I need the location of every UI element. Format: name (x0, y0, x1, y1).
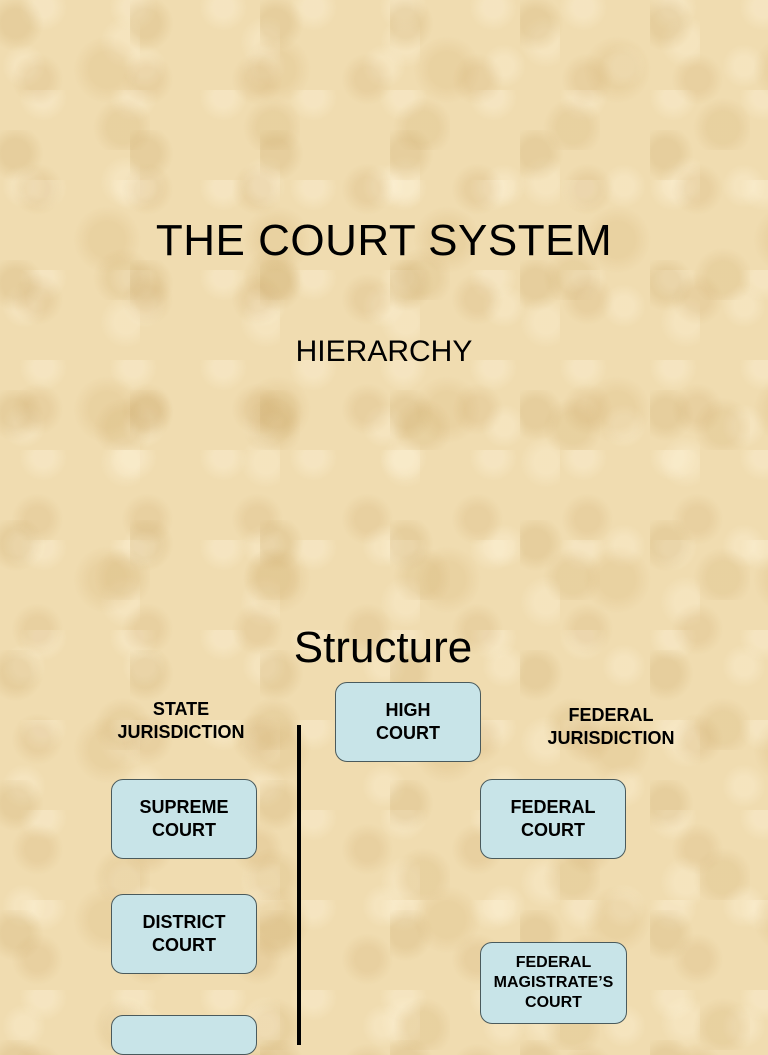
supreme-court-box: SUPREME COURT (111, 779, 257, 859)
federal-jurisdiction-label: FEDERAL JURISDICTION (547, 705, 675, 748)
federal-court-box: FEDERAL COURT (480, 779, 626, 859)
lower-court-box (111, 1015, 257, 1055)
slide-title: THE COURT SYSTEM (155, 216, 613, 265)
state-jurisdiction-label: STATE JURISDICTION (117, 699, 245, 742)
slide-subtitle: HIERARCHY (295, 335, 473, 368)
high-court-box: HIGH COURT (335, 682, 481, 762)
title-slide: THE COURT SYSTEM HIERARCHY (0, 0, 768, 512)
district-court-box: DISTRICT COURT (111, 894, 257, 974)
structure-slide: Structure STATE JURISDICTION FEDERAL JUR… (0, 512, 768, 1055)
structure-heading: Structure (293, 623, 473, 672)
federal-magistrates-court-box: FEDERAL MAGISTRATE’S COURT (480, 942, 627, 1024)
jurisdiction-divider (297, 725, 301, 1045)
